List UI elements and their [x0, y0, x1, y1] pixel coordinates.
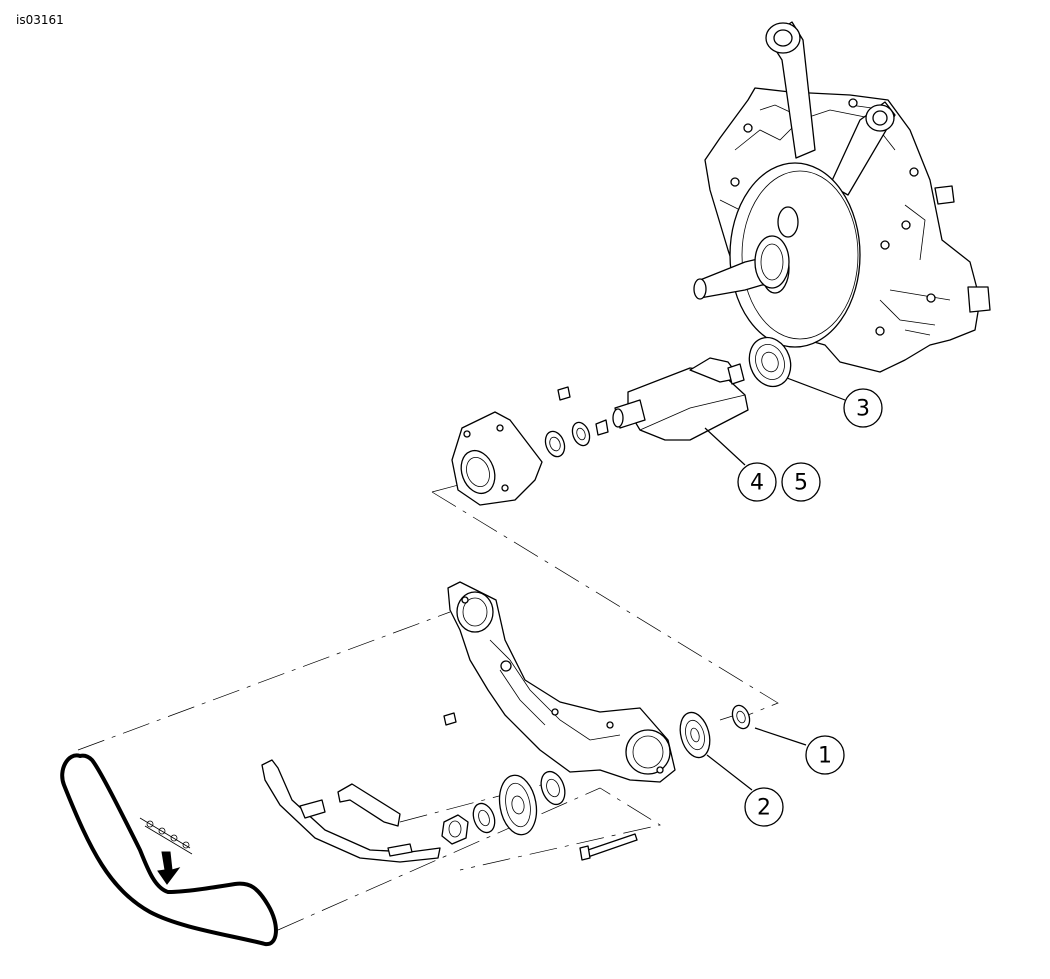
assembly-dash-lines: [77, 469, 779, 931]
timing-chain-icon: [60, 753, 278, 947]
callout-5-label: 5: [794, 471, 808, 496]
figure-id: is03161: [16, 13, 64, 27]
callout-3: 3: [786, 377, 883, 428]
washer-icon: [472, 802, 496, 834]
chain-guide-plate-icon: [443, 581, 676, 783]
crankcase-assembly-icon: [693, 21, 991, 373]
sprocket-icon: [498, 774, 538, 836]
bearing-housing-icon: [451, 411, 543, 506]
bolt-icon: [579, 833, 638, 861]
callout-2-label: 2: [757, 796, 771, 821]
direction-arrow-icon: [157, 851, 181, 885]
seal-icon: [679, 711, 711, 759]
callout-2: 2: [706, 754, 784, 827]
callout-1: 1: [754, 727, 845, 775]
bearing-icon: [540, 770, 566, 806]
callout-3-label: 3: [856, 397, 870, 422]
callout-5: 5: [781, 462, 821, 502]
chain-link-icon: [139, 817, 193, 855]
callout-4-label: 4: [750, 471, 764, 496]
crank-sprocket-icon: [754, 235, 790, 289]
chain-guide-rail-icon: [261, 759, 441, 863]
callout-1-label: 1: [818, 744, 832, 769]
tensioner-arm-icon: [337, 783, 401, 827]
bearing-icon: [748, 336, 792, 388]
nut-icon: [441, 814, 469, 845]
callout-4: 4: [704, 427, 777, 502]
washer-icon: [731, 704, 751, 730]
washer-icon: [544, 421, 591, 458]
balancer-shaft-icon: [557, 357, 749, 441]
